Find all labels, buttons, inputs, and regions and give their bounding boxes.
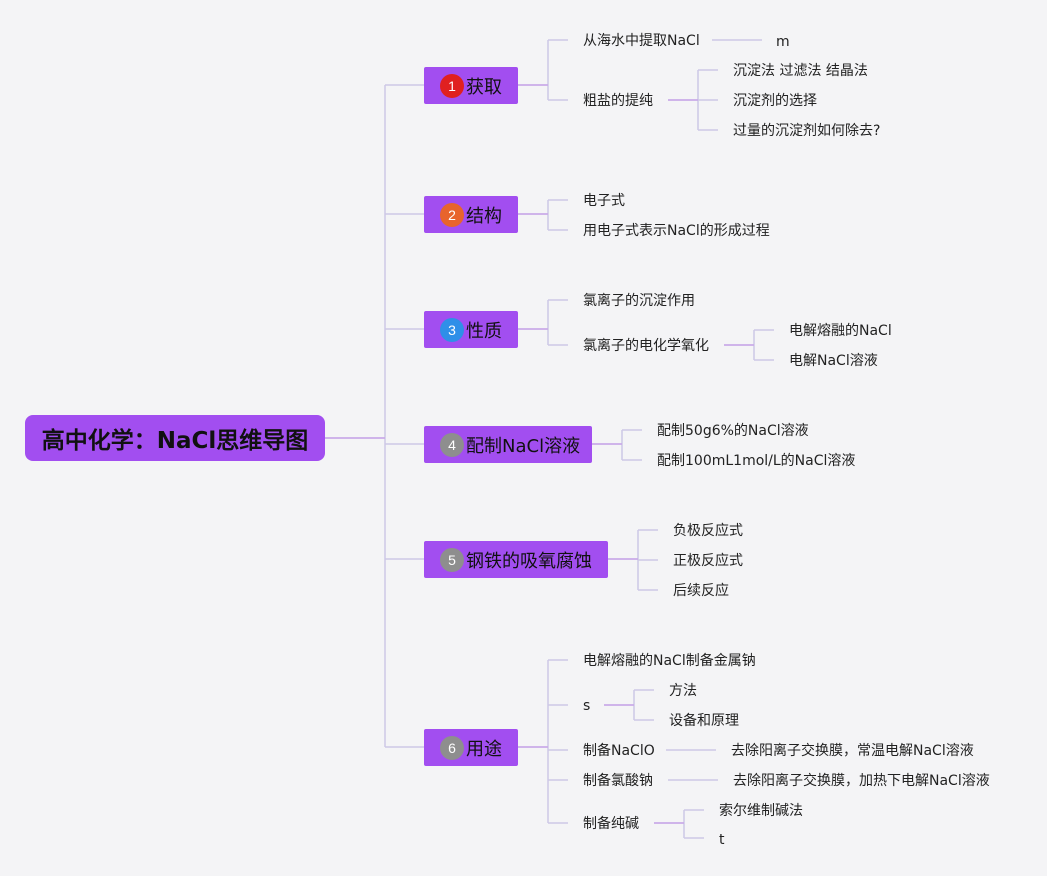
- number-badge-icon: 1: [440, 73, 464, 98]
- leaf-node[interactable]: 配制100mL1mol/L的NaCl溶液: [657, 453, 856, 469]
- branch-label: 配制NaCl溶液: [466, 435, 581, 457]
- number-badge-icon: 4: [440, 432, 464, 457]
- leaf-node[interactable]: 负极反应式: [673, 523, 743, 539]
- leaf-node[interactable]: 后续反应: [673, 583, 729, 599]
- leaf-node[interactable]: 正极反应式: [673, 553, 743, 569]
- branch-label: 获取: [466, 76, 502, 98]
- leaf-node[interactable]: s: [583, 698, 591, 714]
- branch-label: 用途: [466, 738, 502, 760]
- number-badge-icon: 5: [440, 547, 464, 572]
- leaf-node[interactable]: 配制50g6%的NaCl溶液: [657, 423, 809, 439]
- root-node[interactable]: 高中化学：NaCl思维导图: [25, 415, 325, 461]
- leaf-node[interactable]: 设备和原理: [669, 713, 739, 729]
- leaf-node[interactable]: 沉淀剂的选择: [733, 93, 817, 109]
- branch-label: 钢铁的吸氧腐蚀: [466, 550, 592, 572]
- branch-label: 结构: [466, 205, 502, 227]
- branch-node-corrosion[interactable]: 5 钢铁的吸氧腐蚀: [424, 541, 608, 578]
- leaf-node[interactable]: 氯离子的沉淀作用: [583, 293, 695, 309]
- leaf-node[interactable]: 从海水中提取NaCl: [583, 33, 700, 49]
- leaf-node[interactable]: 电子式: [583, 193, 625, 209]
- leaf-node[interactable]: 制备NaClO: [583, 743, 655, 759]
- leaf-node[interactable]: 沉淀法 过滤法 结晶法: [733, 63, 868, 79]
- leaf-node[interactable]: 制备纯碱: [583, 816, 639, 832]
- leaf-node[interactable]: 方法: [669, 683, 697, 699]
- leaf-node[interactable]: m: [776, 34, 790, 50]
- leaf-node[interactable]: 氯离子的电化学氧化: [583, 338, 709, 354]
- branch-node-uses[interactable]: 6 用途: [424, 729, 518, 766]
- leaf-node[interactable]: 粗盐的提纯: [583, 93, 653, 109]
- branch-label: 性质: [466, 320, 502, 342]
- number-badge-icon: 3: [440, 317, 464, 342]
- branch-node-properties[interactable]: 3 性质: [424, 311, 518, 348]
- leaf-node[interactable]: 去除阳离子交换膜，常温电解NaCl溶液: [731, 743, 974, 759]
- leaf-node[interactable]: 去除阳离子交换膜，加热下电解NaCl溶液: [733, 773, 990, 789]
- branch-node-acquire[interactable]: 1 获取: [424, 67, 518, 104]
- leaf-node[interactable]: 电解熔融的NaCl: [789, 323, 892, 339]
- leaf-node[interactable]: 用电子式表示NaCl的形成过程: [583, 223, 770, 239]
- leaf-node[interactable]: 索尔维制碱法: [719, 803, 803, 819]
- number-badge-icon: 6: [440, 735, 464, 760]
- leaf-node[interactable]: 电解NaCl溶液: [789, 353, 878, 369]
- branch-node-solution-prep[interactable]: 4 配制NaCl溶液: [424, 426, 592, 463]
- number-badge-icon: 2: [440, 202, 464, 227]
- leaf-node[interactable]: t: [719, 832, 725, 848]
- branch-node-structure[interactable]: 2 结构: [424, 196, 518, 233]
- leaf-node[interactable]: 制备氯酸钠: [583, 773, 653, 789]
- leaf-node[interactable]: 过量的沉淀剂如何除去?: [733, 123, 881, 139]
- leaf-node[interactable]: 电解熔融的NaCl制备金属钠: [583, 653, 756, 669]
